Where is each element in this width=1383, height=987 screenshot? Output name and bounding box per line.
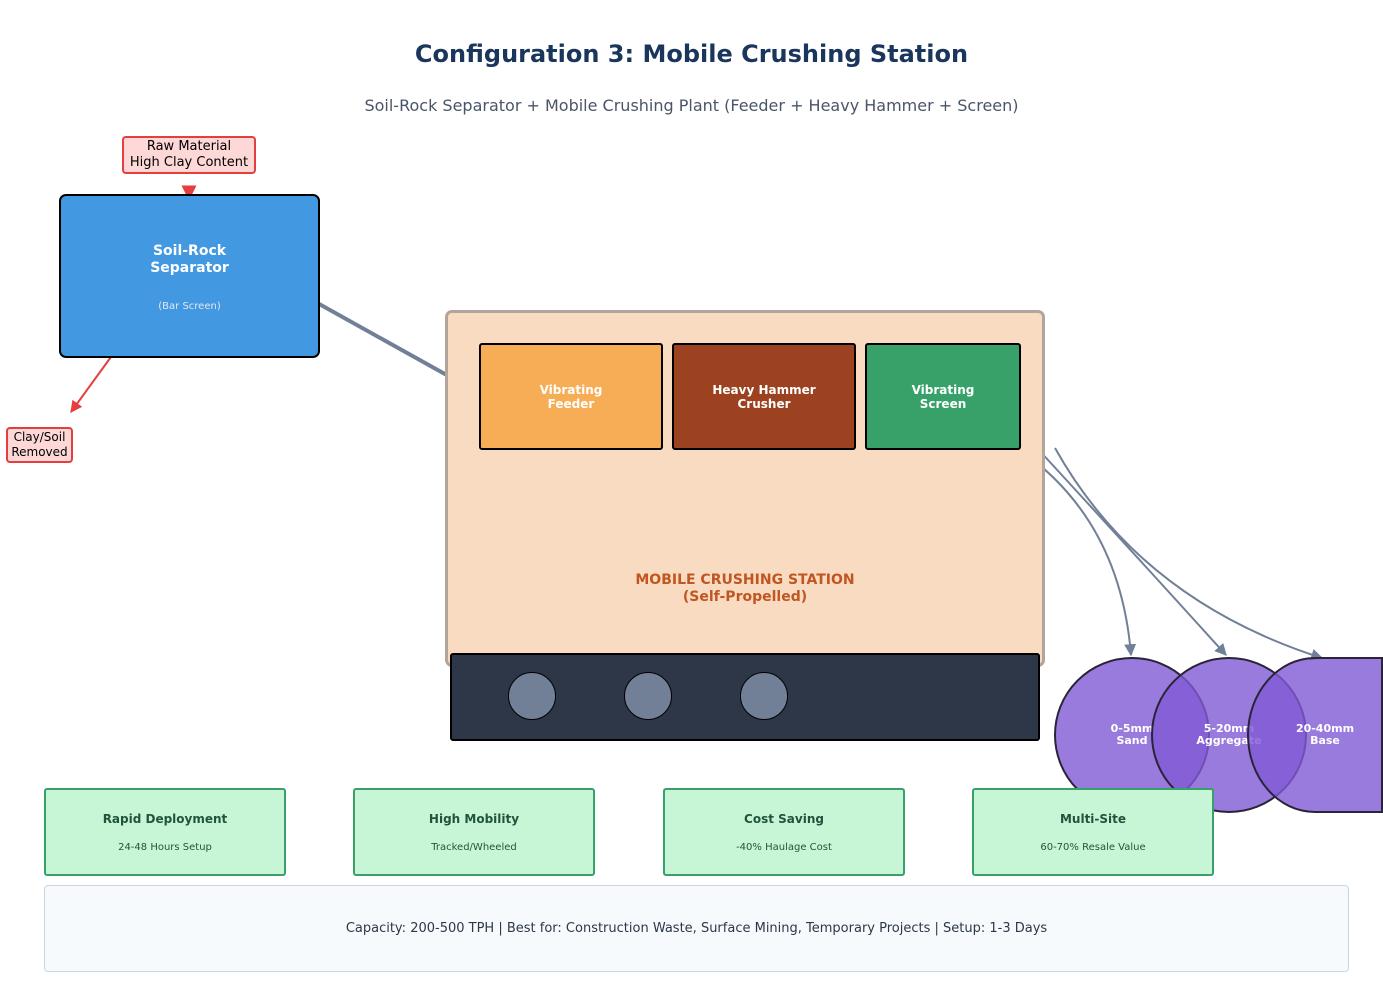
benefit-desc: Tracked/Wheeled (431, 841, 517, 853)
benefit-desc: -40% Haulage Cost (736, 841, 832, 853)
wheel (508, 672, 556, 720)
product-base: 20-40mm Base (1247, 657, 1383, 813)
wheel (740, 672, 788, 720)
benefit-title: Cost Saving (744, 811, 824, 826)
benefit-high-mobility: High Mobility Tracked/Wheeled (353, 788, 595, 876)
benefit-desc: 60-70% Resale Value (1040, 841, 1146, 853)
soil-rock-separator: Soil-Rock Separator (Bar Screen) (59, 194, 320, 358)
vibrating-screen: Vibrating Screen (865, 343, 1021, 450)
footer-text: Capacity: 200-500 TPH | Best for: Constr… (345, 921, 1048, 936)
wheel (624, 672, 672, 720)
clay-removed-label: Clay/Soil Removed (6, 427, 73, 463)
benefit-cost-saving: Cost Saving -40% Haulage Cost (663, 788, 905, 876)
raw-material-label: Raw Material High Clay Content (122, 136, 256, 174)
station-label: MOBILE CRUSHING STATION (Self-Propelled) (635, 572, 855, 605)
vibrating-feeder: Vibrating Feeder (479, 343, 663, 450)
benefit-title: Rapid Deployment (102, 811, 228, 826)
arrow-screen-to-aggregate (1036, 447, 1227, 656)
benefit-title: High Mobility (428, 811, 520, 826)
screen-label: Vibrating Screen (911, 382, 975, 411)
benefit-multi-site: Multi-Site 60-70% Resale Value (972, 788, 1214, 876)
benefit-rapid-deployment: Rapid Deployment 24-48 Hours Setup (44, 788, 286, 876)
product-aggregate-label: 5-20mm Aggregate (1196, 722, 1262, 747)
benefit-desc: 24-48 Hours Setup (118, 841, 212, 853)
product-sand-label: 0-5mm Sand (1110, 722, 1154, 747)
raw-material-text: Raw Material High Clay Content (129, 139, 249, 170)
arrow-screen-to-base (1054, 447, 1324, 661)
footer-summary: Capacity: 200-500 TPH | Best for: Constr… (44, 885, 1349, 972)
page-title: Configuration 3: Mobile Crushing Station (414, 40, 969, 68)
separator-label: Soil-Rock Separator (150, 242, 229, 276)
separator-sublabel: (Bar Screen) (158, 300, 221, 312)
feeder-label: Vibrating Feeder (539, 382, 603, 411)
crusher-label: Heavy Hammer Crusher (712, 382, 816, 411)
product-base-label: 20-40mm Base (1295, 722, 1355, 747)
arrow-separator-to-clay (70, 349, 117, 413)
benefit-title: Multi-Site (1059, 811, 1127, 826)
clay-removed-text: Clay/Soil Removed (11, 430, 68, 459)
page-subtitle: Soil-Rock Separator + Mobile Crushing Pl… (364, 96, 1019, 115)
heavy-hammer-crusher: Heavy Hammer Crusher (672, 343, 856, 450)
